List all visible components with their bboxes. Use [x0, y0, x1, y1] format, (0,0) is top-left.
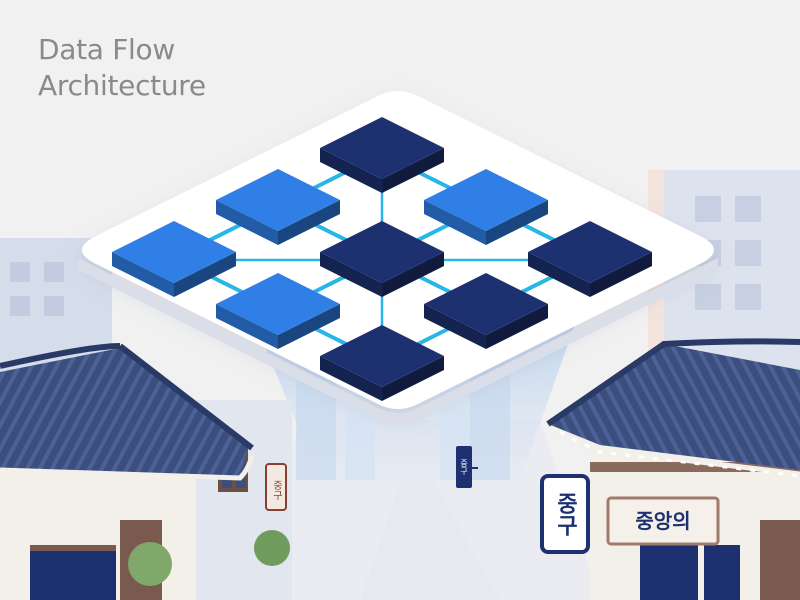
node-side-right — [382, 252, 444, 297]
sign-hanging-text: 중구 — [460, 459, 469, 476]
sign-left-vertical: 중구 — [265, 463, 287, 511]
node-top — [528, 221, 652, 283]
node-side-left — [320, 252, 382, 297]
node-side-left — [216, 304, 278, 349]
node-side-right — [486, 200, 548, 245]
sign-right-vertical-text: 중구 — [553, 492, 578, 536]
title-line-2: Architecture — [38, 69, 206, 102]
node-top — [320, 117, 444, 179]
node-side-right — [382, 148, 444, 193]
node-top — [112, 221, 236, 283]
node-n5 — [320, 221, 444, 297]
node-top — [216, 169, 340, 231]
node-side-left — [528, 252, 590, 297]
node-n6 — [424, 273, 548, 349]
node-side-left — [424, 200, 486, 245]
node-n3 — [528, 221, 652, 297]
sign-hanging: 중구 — [456, 446, 478, 488]
node-side-left — [320, 148, 382, 193]
node-side-right — [278, 200, 340, 245]
node-top — [320, 325, 444, 387]
node-side-left — [112, 252, 174, 297]
title-line-1: Data Flow — [38, 33, 175, 66]
node-side-right — [486, 304, 548, 349]
node-n7 — [112, 221, 236, 297]
sign-left-vertical-text: 중구 — [271, 480, 283, 501]
node-side-right — [590, 252, 652, 297]
diagram-title: Data Flow Architecture — [38, 32, 206, 104]
node-n8 — [216, 273, 340, 349]
node-top — [424, 273, 548, 335]
node-side-left — [216, 200, 278, 245]
node-side-left — [424, 304, 486, 349]
sign-right-shop: 중앙의 — [606, 496, 720, 546]
sign-right-shop-text: 중앙의 — [635, 509, 690, 533]
node-n1 — [320, 117, 444, 193]
node-side-right — [174, 252, 236, 297]
node-side-left — [320, 356, 382, 401]
node-side-right — [278, 304, 340, 349]
sign-right-vertical: 중구 — [540, 474, 590, 554]
node-top — [320, 221, 444, 283]
node-grid — [112, 117, 652, 401]
node-top — [216, 273, 340, 335]
node-n9 — [320, 325, 444, 401]
node-side-right — [382, 356, 444, 401]
hanok-left — [0, 343, 292, 600]
node-n2 — [424, 169, 548, 245]
node-n4 — [216, 169, 340, 245]
node-top — [424, 169, 548, 231]
